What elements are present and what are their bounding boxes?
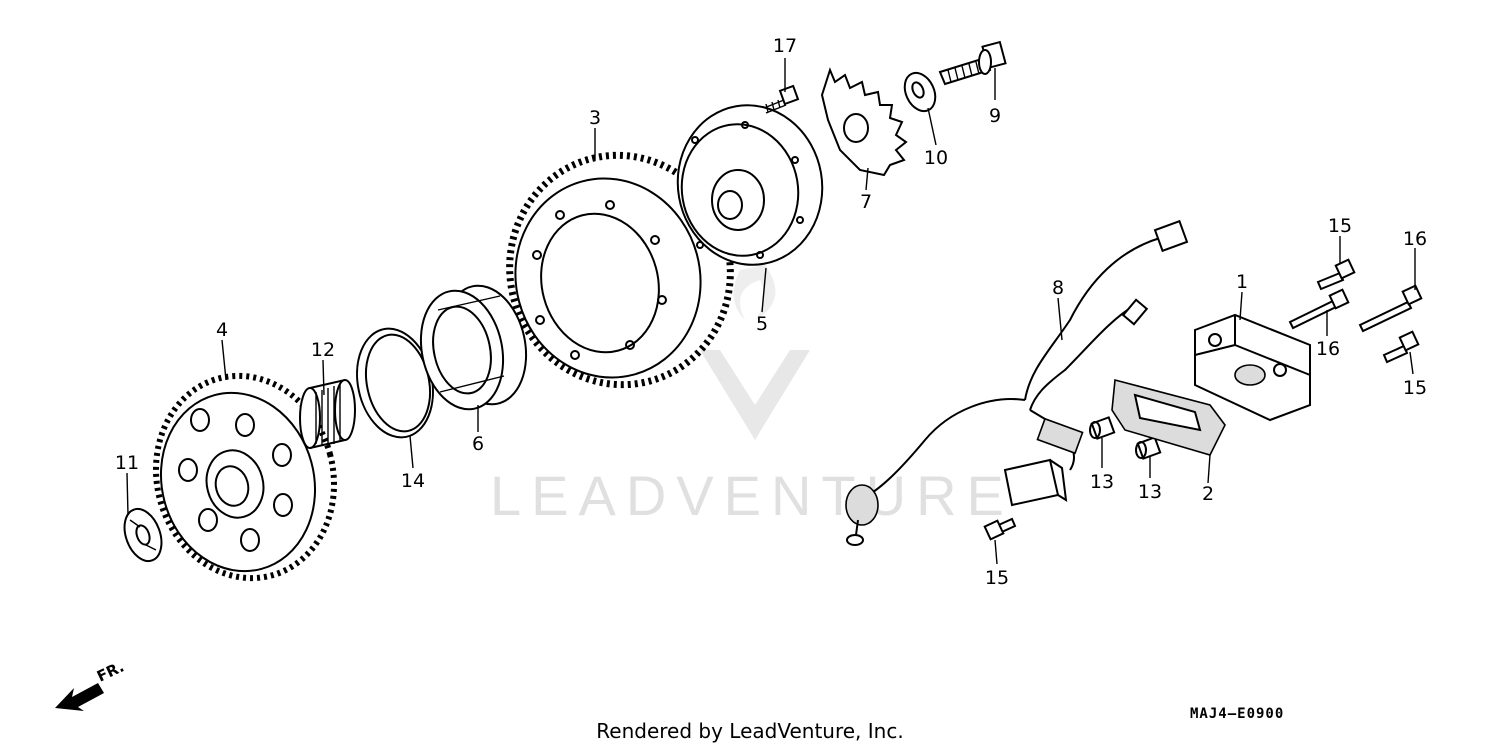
dowel-pin-13a <box>1089 416 1116 440</box>
diagram-code: MAJ4—E0900 <box>1190 706 1284 722</box>
part-label-4: 4 <box>216 319 228 341</box>
part-label-15-top: 15 <box>1328 215 1352 237</box>
pulser-rotor-7 <box>820 67 908 177</box>
part-label-16-right: 16 <box>1403 228 1427 250</box>
clutch-housing-5 <box>676 104 824 266</box>
short-bolt-15a <box>1316 258 1356 291</box>
part-label-16-left: 16 <box>1316 338 1340 360</box>
part-label-3: 3 <box>589 107 601 129</box>
front-direction-arrow-icon <box>55 683 104 711</box>
direction-label: FR. <box>94 658 127 686</box>
part-label-14: 14 <box>401 470 425 492</box>
part-label-11: 11 <box>115 452 139 474</box>
part-label-13-right: 13 <box>1138 481 1162 503</box>
one-way-clutch-6 <box>419 284 528 411</box>
leader-lines <box>126 58 1416 565</box>
pulse-generator-8 <box>845 219 1189 546</box>
short-bolt-15c <box>983 517 1017 541</box>
washer-11 <box>123 507 163 563</box>
part-label-9: 9 <box>989 105 1001 127</box>
part-label-1: 1 <box>1236 271 1248 293</box>
credit-text: Rendered by LeadVenture, Inc. <box>596 719 903 743</box>
part-label-6: 6 <box>472 433 484 455</box>
washer-10 <box>903 71 937 113</box>
part-label-13-left: 13 <box>1090 471 1114 493</box>
cover-1 <box>1194 313 1311 422</box>
long-bolt-16a <box>1288 288 1350 330</box>
flange-bolt-9 <box>938 40 1007 86</box>
part-label-10: 10 <box>924 147 948 169</box>
watermark-text: LEADVENTURE <box>490 464 1014 527</box>
large-gear-3 <box>506 151 734 389</box>
part-label-12: 12 <box>311 339 335 361</box>
part-label-7: 7 <box>860 191 872 213</box>
part-label-15-bottom: 15 <box>985 567 1009 589</box>
needle-bearing-12 <box>299 379 356 449</box>
part-label-15-right: 15 <box>1403 377 1427 399</box>
driven-gear-4 <box>152 372 338 582</box>
dowel-pin-13b <box>1135 436 1162 460</box>
part-label-5: 5 <box>756 313 768 335</box>
part-label-8: 8 <box>1052 277 1064 299</box>
part-label-17: 17 <box>773 35 797 57</box>
long-bolt-16b <box>1358 284 1423 333</box>
part-label-2: 2 <box>1202 483 1214 505</box>
short-bolt-15b <box>1382 330 1420 364</box>
